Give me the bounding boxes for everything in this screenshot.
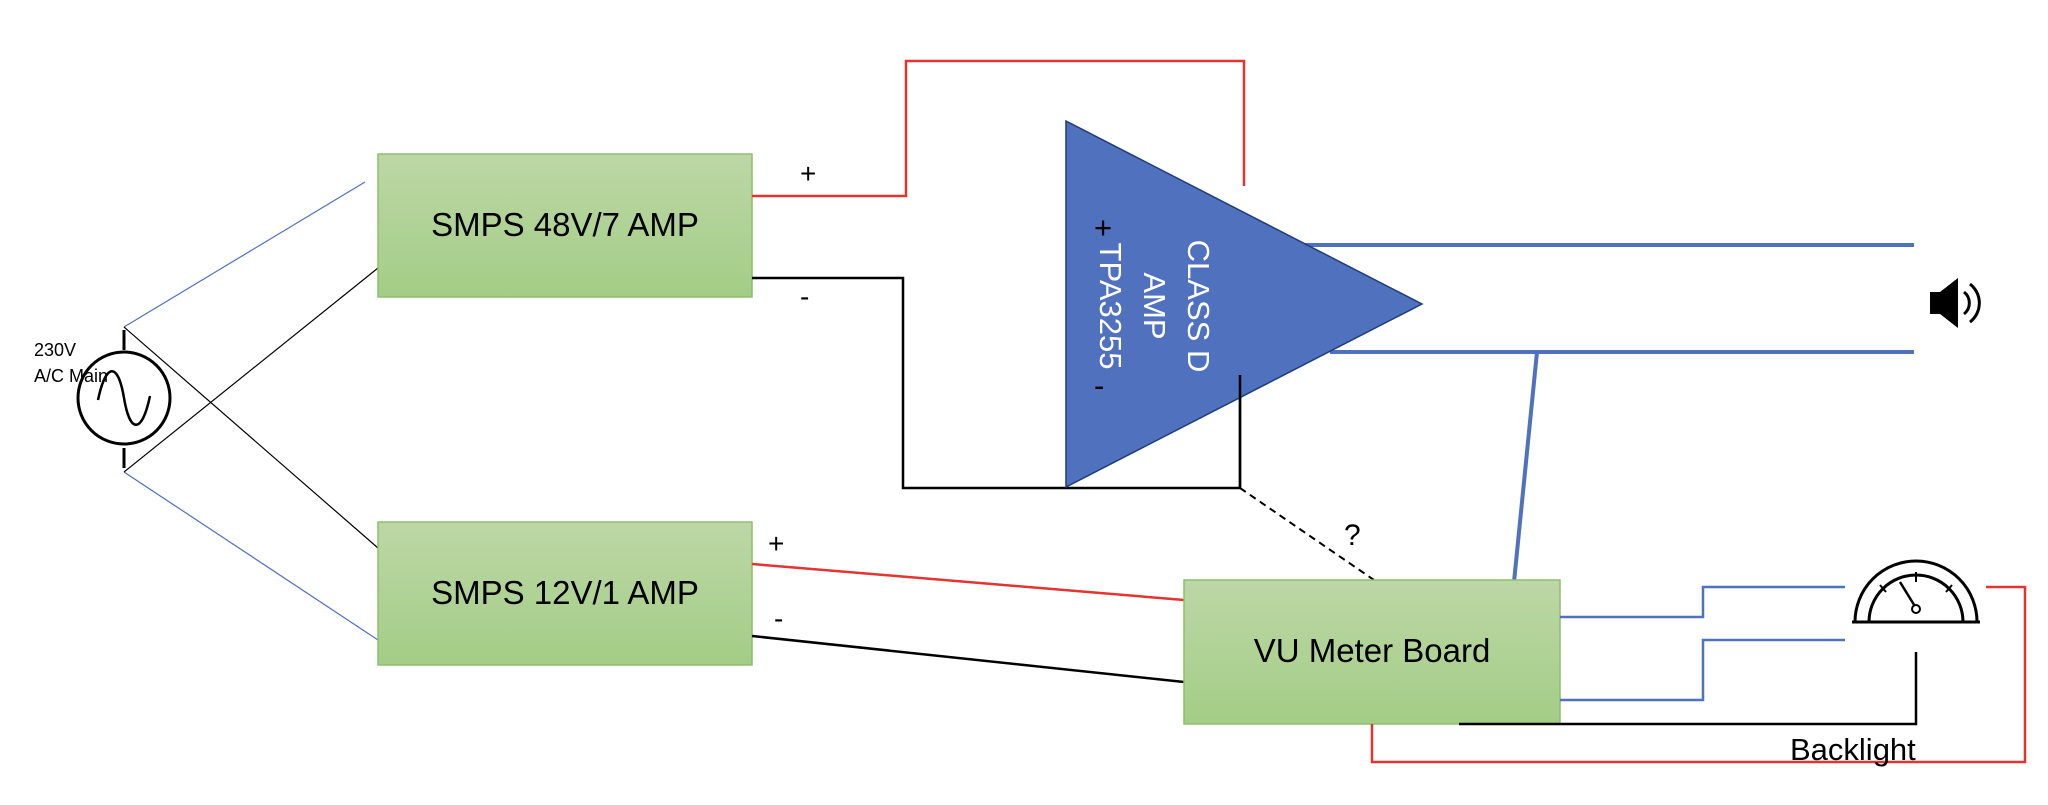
psu48-block: SMPS 48V/7 AMP bbox=[377, 153, 753, 298]
amp-line-1: CLASS D bbox=[1181, 240, 1216, 373]
source-voltage: 230V bbox=[34, 340, 76, 360]
vu-meter-gauge-icon bbox=[1852, 559, 1980, 624]
psu12-plus-label: + bbox=[768, 528, 784, 559]
amp-plus-label: + bbox=[1094, 210, 1112, 245]
psu12-positive-wire bbox=[751, 562, 1185, 602]
backlight-positive-wire bbox=[1370, 585, 2027, 764]
uncertain-link bbox=[1239, 487, 1375, 581]
source-name: A/C Main bbox=[34, 366, 108, 386]
psu48-positive-wire bbox=[752, 59, 1246, 198]
backlight-ground-wire bbox=[1459, 652, 1918, 726]
psu12-block: SMPS 12V/1 AMP bbox=[377, 521, 753, 666]
amp-minus-label: - bbox=[1094, 368, 1104, 403]
amp-line-3: TPA3255 bbox=[1093, 243, 1128, 370]
meter-signal-wires bbox=[1560, 585, 1845, 702]
question-mark: ? bbox=[1344, 519, 1361, 552]
mains-wires bbox=[123, 181, 379, 641]
speaker-output-wires bbox=[1305, 243, 1914, 583]
psu48-plus-label: + bbox=[800, 158, 816, 189]
psu12-negative-wire bbox=[751, 634, 1185, 684]
ac-source-icon bbox=[76, 330, 172, 468]
amp-line-2: AMP bbox=[1137, 272, 1172, 339]
vu-meter-label: VU Meter Board bbox=[1254, 632, 1491, 669]
psu48-label: SMPS 48V/7 AMP bbox=[431, 206, 699, 243]
psu48-minus-label: - bbox=[800, 281, 809, 312]
speaker-icon bbox=[1930, 278, 1981, 328]
psu12-minus-label: - bbox=[774, 603, 783, 634]
backlight-label: Backlight bbox=[1790, 732, 1916, 767]
vu-meter-board: VU Meter Board bbox=[1183, 579, 1561, 725]
psu12-label: SMPS 12V/1 AMP bbox=[431, 574, 699, 611]
amplifier-block: CLASS D AMP TPA3255 + - bbox=[1065, 119, 1424, 489]
